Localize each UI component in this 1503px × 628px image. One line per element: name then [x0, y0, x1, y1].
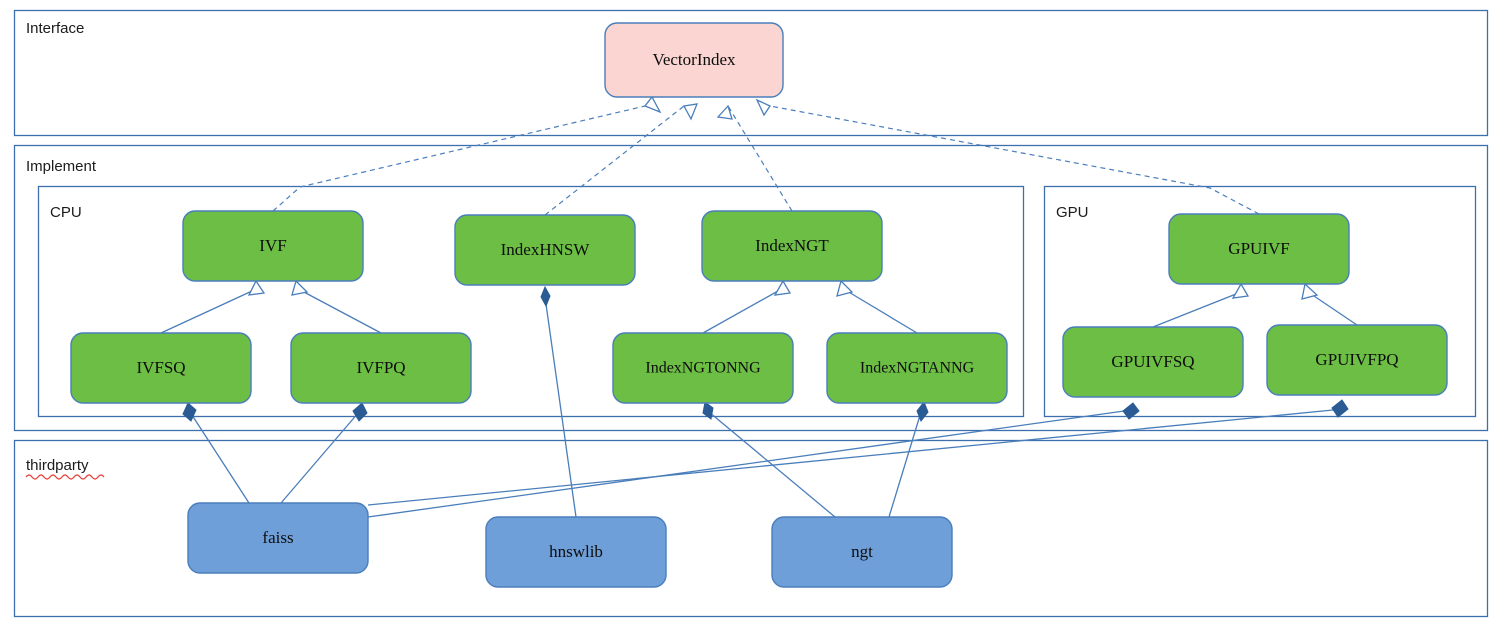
- edge-ivf-to-vectorindex: [272, 95, 662, 212]
- node-ivfpq[interactable]: IVFPQ: [290, 332, 472, 404]
- group-cpu-box: [37, 185, 1025, 418]
- group-implement-box: [13, 144, 1489, 432]
- node-indexngtanng-label: IndexNGTANNG: [860, 360, 975, 377]
- node-faiss[interactable]: faiss: [187, 502, 369, 574]
- node-hnswlib[interactable]: hnswlib: [485, 516, 667, 588]
- edge-gpuivf-to-vectorindex: [755, 98, 1260, 215]
- edge-faiss-to-ivfpq: [280, 402, 368, 504]
- filled-diamond-icon: [1122, 402, 1140, 420]
- filled-diamond-icon: [182, 402, 197, 422]
- node-ivfsq-box[interactable]: [70, 332, 252, 404]
- edge-indexngt-to-vectorindex: [716, 104, 793, 212]
- hollow-triangle-icon: [1301, 282, 1319, 300]
- group-gpu-box: [1043, 185, 1477, 418]
- node-indexngt-label: IndexNGT: [755, 236, 829, 255]
- edge-ngt-to-indexngtonng: [702, 401, 836, 518]
- filled-diamond-icon: [916, 401, 929, 422]
- node-indexngtonng-box[interactable]: [612, 332, 794, 404]
- filled-diamond-icon: [540, 285, 551, 308]
- node-ivfpq-box[interactable]: [290, 332, 472, 404]
- filled-diamond-icon: [702, 401, 714, 420]
- node-ivf[interactable]: IVF: [182, 210, 364, 282]
- edge-faiss-to-gpuivfpq: [367, 399, 1349, 506]
- node-gpuivfsq[interactable]: GPUIVFSQ: [1062, 326, 1244, 398]
- edge-gpuivfpq-to-gpuivf: [1301, 282, 1358, 326]
- node-gpuivf[interactable]: GPUIVF: [1168, 213, 1350, 285]
- group-interface-label: Interface: [26, 20, 84, 37]
- node-indexhnsw[interactable]: IndexHNSW: [454, 214, 636, 286]
- group-gpu-label: GPU: [1056, 204, 1089, 221]
- node-indexngtonng-label: IndexNGTONNG: [645, 360, 761, 377]
- filled-diamond-icon: [352, 402, 368, 422]
- edge-faiss-to-gpuivfsq: [367, 402, 1140, 518]
- group-implement-label: Implement: [26, 158, 97, 175]
- edge-ngt-to-indexngtanng: [888, 401, 929, 518]
- node-gpuivfpq[interactable]: GPUIVFPQ: [1266, 324, 1448, 396]
- hollow-triangle-icon: [755, 98, 771, 117]
- group-cpu: CPU: [37, 185, 1025, 418]
- edge-hnswlib-to-indexhnsw: [540, 285, 577, 518]
- node-indexhnsw-label: IndexHNSW: [501, 240, 591, 259]
- spellcheck-squiggle-icon: [25, 474, 105, 480]
- group-implement: Implement: [13, 144, 1489, 432]
- node-gpuivfpq-label: GPUIVFPQ: [1315, 350, 1398, 369]
- group-thirdparty-box: [13, 439, 1489, 618]
- node-ivfsq[interactable]: IVFSQ: [70, 332, 252, 404]
- filled-diamond-icon: [1331, 399, 1349, 418]
- edge-ivfsq-to-ivf: [160, 279, 266, 334]
- node-indexhnsw-box[interactable]: [454, 214, 636, 286]
- node-gpuivf-box[interactable]: [1168, 213, 1350, 285]
- hollow-triangle-icon: [682, 103, 699, 121]
- node-vectorindex-box[interactable]: [604, 22, 784, 98]
- node-indexngt[interactable]: IndexNGT: [701, 210, 883, 282]
- node-ngt-label: ngt: [851, 542, 873, 561]
- hollow-triangle-icon: [643, 95, 662, 114]
- node-hnswlib-box[interactable]: [485, 516, 667, 588]
- node-faiss-label: faiss: [262, 528, 293, 547]
- edge-indexngtonng-to-indexngt: [702, 279, 792, 334]
- node-ivf-label: IVF: [259, 236, 286, 255]
- group-interface-box: [13, 9, 1489, 137]
- node-gpuivfpq-box[interactable]: [1266, 324, 1448, 396]
- group-thirdparty-label: thirdparty: [26, 457, 89, 474]
- node-vectorindex-label: VectorIndex: [652, 50, 736, 69]
- edge-gpuivfsq-to-gpuivf: [1152, 282, 1250, 328]
- node-indexngtanng[interactable]: IndexNGTANNG: [826, 332, 1008, 404]
- node-gpuivfsq-box[interactable]: [1062, 326, 1244, 398]
- node-ivfsq-label: IVFSQ: [136, 358, 185, 377]
- node-indexngtonng[interactable]: IndexNGTONNG: [612, 332, 794, 404]
- node-indexngtanng-box[interactable]: [826, 332, 1008, 404]
- node-indexngt-box[interactable]: [701, 210, 883, 282]
- group-gpu: GPU: [1043, 185, 1477, 418]
- node-ivf-box[interactable]: [182, 210, 364, 282]
- node-gpuivf-label: GPUIVF: [1228, 239, 1289, 258]
- node-hnswlib-label: hnswlib: [549, 542, 603, 561]
- node-vectorindex[interactable]: VectorIndex: [604, 22, 784, 98]
- edge-indexngtanng-to-indexngt: [836, 279, 918, 334]
- hollow-triangle-icon: [291, 279, 309, 296]
- node-gpuivfsq-label: GPUIVFSQ: [1111, 352, 1194, 371]
- hollow-triangle-icon: [836, 279, 854, 297]
- hollow-triangle-icon: [773, 279, 792, 296]
- group-thirdparty: thirdparty: [13, 439, 1489, 618]
- edge-ivfpq-to-ivf: [291, 279, 382, 334]
- edge-indexhnsw-to-vectorindex: [544, 103, 699, 216]
- group-cpu-label: CPU: [50, 204, 82, 221]
- node-faiss-box[interactable]: [187, 502, 369, 574]
- hollow-triangle-icon: [716, 104, 733, 120]
- edge-faiss-to-ivfsq: [182, 402, 250, 504]
- node-ngt[interactable]: ngt: [771, 516, 953, 588]
- hollow-triangle-icon: [1231, 282, 1250, 299]
- group-interface: Interface: [13, 9, 1489, 137]
- node-ivfpq-label: IVFPQ: [356, 358, 405, 377]
- node-ngt-box[interactable]: [771, 516, 953, 588]
- hollow-triangle-icon: [247, 279, 266, 296]
